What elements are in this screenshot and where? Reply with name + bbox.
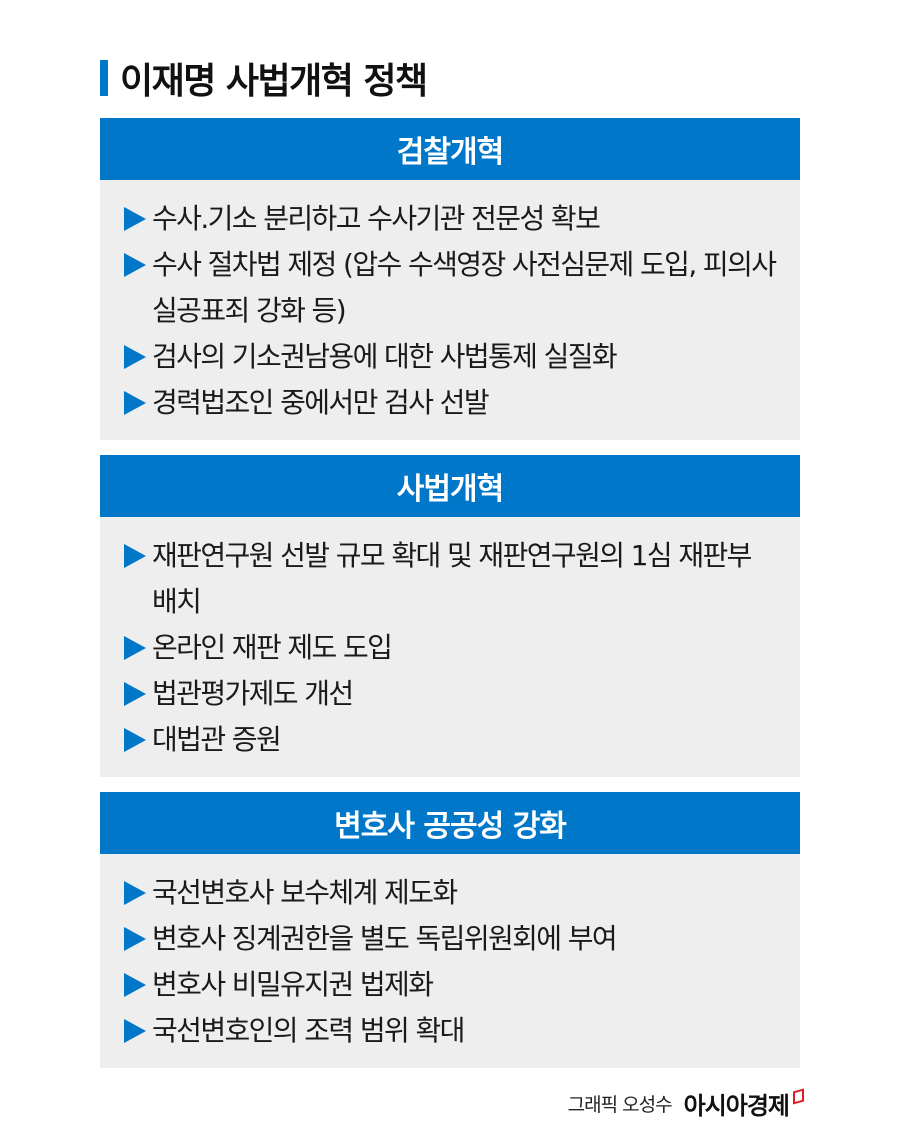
page-title: 이재명 사법개혁 정책 bbox=[100, 58, 428, 102]
list-item: 경력법조인 중에서만 검사 선발 bbox=[124, 380, 780, 426]
triangle-bullet-icon bbox=[124, 973, 146, 997]
brand-mark-icon bbox=[793, 1088, 804, 1105]
brand-logo-text: 아시아경제 bbox=[683, 1092, 790, 1120]
credit-byline: 그래픽 오성수 bbox=[567, 1094, 673, 1116]
list-item: 변호사 징계권한을 별도 독립위원회에 부여 bbox=[124, 916, 780, 962]
section-lawyer-public-interest: 변호사 공공성 강화 국선변호사 보수체계 제도화 변호사 징계권한을 별도 독… bbox=[100, 792, 800, 1068]
list-item: 온라인 재판 제도 도입 bbox=[124, 625, 780, 671]
list-item: 법관평가제도 개선 bbox=[124, 671, 780, 717]
list-item: 대법관 증원 bbox=[124, 717, 780, 763]
section-heading: 검찰개혁 bbox=[100, 118, 800, 180]
list-item: 수사 절차법 제정 (압수 수색영장 사전심문제 도입, 피의사실공표죄 강화 … bbox=[124, 242, 780, 334]
triangle-bullet-icon bbox=[124, 207, 146, 231]
triangle-bullet-icon bbox=[124, 391, 146, 415]
section-prosecution-reform: 검찰개혁 수사.기소 분리하고 수사기관 전문성 확보 수사 절차법 제정 (압… bbox=[100, 118, 800, 440]
credit: 그래픽 오성수 아시아경제 bbox=[568, 1086, 804, 1121]
section-heading: 변호사 공공성 강화 bbox=[100, 792, 800, 854]
triangle-bullet-icon bbox=[124, 927, 146, 951]
list-item: 변호사 비밀유지권 법제화 bbox=[124, 962, 780, 1008]
triangle-bullet-icon bbox=[124, 544, 146, 568]
triangle-bullet-icon bbox=[124, 253, 146, 277]
triangle-bullet-icon bbox=[124, 345, 146, 369]
list-item: 수사.기소 분리하고 수사기관 전문성 확보 bbox=[124, 196, 780, 242]
title-accent-bar bbox=[100, 60, 108, 96]
section-judicial-reform: 사법개혁 재판연구원 선발 규모 확대 및 재판연구원의 1심 재판부 배치 온… bbox=[100, 455, 800, 777]
section-heading: 사법개혁 bbox=[100, 455, 800, 517]
title-text: 이재명 사법개혁 정책 bbox=[120, 61, 428, 102]
list-item: 재판연구원 선발 규모 확대 및 재판연구원의 1심 재판부 배치 bbox=[124, 533, 780, 625]
list-item: 검사의 기소권남용에 대한 사법통제 실질화 bbox=[124, 334, 780, 380]
list-item: 국선변호사 보수체계 제도화 bbox=[124, 870, 780, 916]
list-item: 국선변호인의 조력 범위 확대 bbox=[124, 1008, 780, 1054]
triangle-bullet-icon bbox=[124, 728, 146, 752]
triangle-bullet-icon bbox=[124, 881, 146, 905]
triangle-bullet-icon bbox=[124, 1019, 146, 1043]
triangle-bullet-icon bbox=[124, 636, 146, 660]
triangle-bullet-icon bbox=[124, 682, 146, 706]
